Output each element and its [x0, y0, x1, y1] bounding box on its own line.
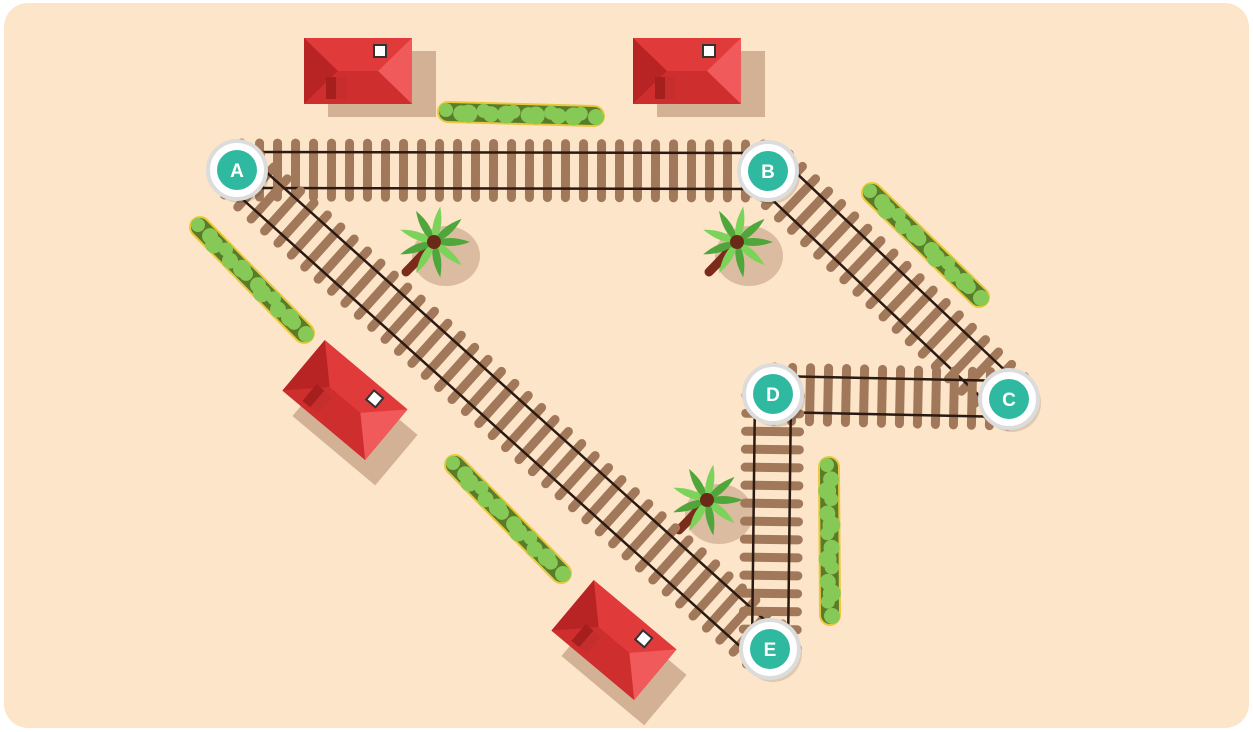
chimney-icon	[374, 45, 386, 57]
station-d[interactable]: D	[744, 365, 805, 427]
station-label: B	[761, 162, 775, 183]
station-e[interactable]: E	[741, 620, 802, 682]
house-roof	[304, 38, 412, 104]
hedge	[818, 458, 841, 624]
chimney-icon	[703, 45, 715, 57]
station-label: C	[1002, 390, 1016, 411]
house-roof	[633, 38, 741, 104]
track-d-e	[743, 394, 800, 649]
station-b[interactable]: B	[739, 142, 800, 204]
station-label: A	[230, 161, 244, 182]
station-c[interactable]: C	[980, 370, 1041, 432]
station-label: D	[766, 385, 780, 406]
hedge	[439, 103, 604, 125]
station-label: E	[764, 640, 777, 661]
game-board: A B C D E	[4, 3, 1249, 728]
map-scene: A B C D E	[4, 3, 1249, 728]
station-a[interactable]: A	[208, 141, 269, 203]
